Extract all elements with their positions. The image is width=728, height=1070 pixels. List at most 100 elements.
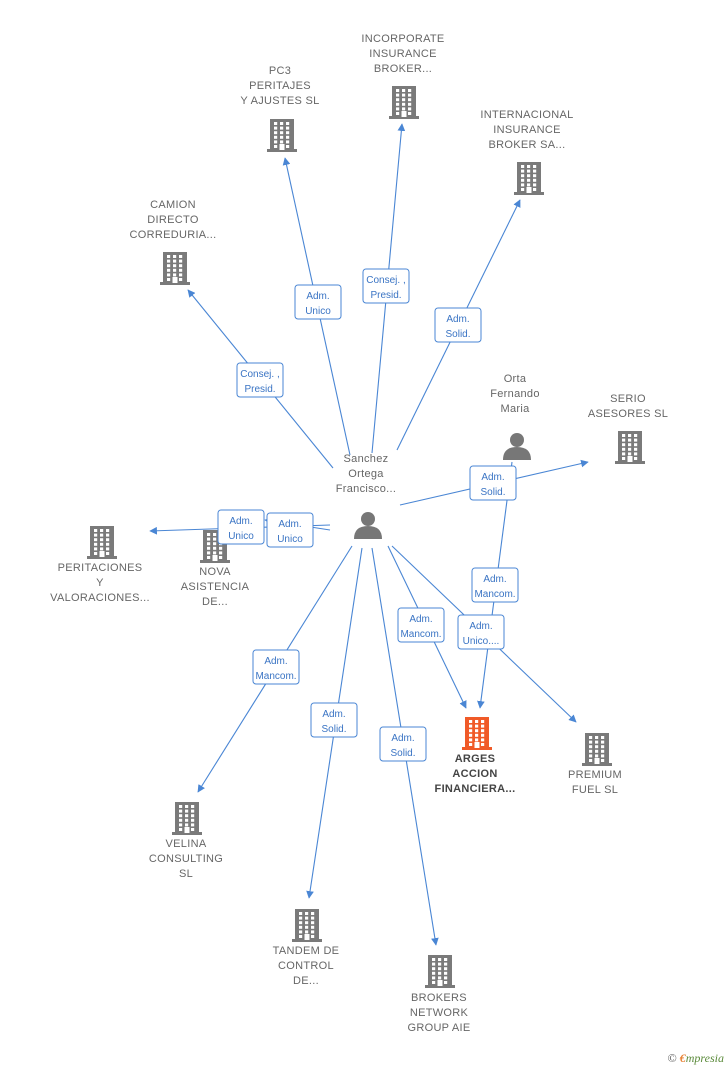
- edge-label-text: Unico....: [463, 636, 500, 647]
- node-label-brokers: BROKERS: [411, 992, 467, 1004]
- node-label-serio: ASESORES SL: [588, 408, 668, 420]
- edge-label-text: Unico: [305, 306, 331, 317]
- brand-name: mpresia: [685, 1051, 724, 1065]
- edge-label-box: [217, 509, 265, 545]
- building-icon[interactable]: [582, 733, 612, 766]
- edge-label-box: [379, 726, 427, 762]
- edge-label-orta-to-arges[interactable]: Adm.Mancom.: [471, 567, 519, 603]
- node-label-brokers: GROUP AIE: [407, 1022, 470, 1034]
- edge-label-sanchez-to-camion[interactable]: Consej. ,Presid.: [236, 362, 284, 398]
- edge-label-text: Adm.: [264, 656, 287, 667]
- building-icon[interactable]: [292, 909, 322, 942]
- node-nova[interactable]: NOVAASISTENCIADE...: [181, 530, 250, 608]
- node-tandem[interactable]: TANDEM DECONTROLDE...: [273, 909, 340, 987]
- edge-label-box: [362, 268, 410, 304]
- edge-label-text: Solid.: [390, 748, 415, 759]
- edge-label-text: Presid.: [244, 384, 275, 395]
- node-label-serio: SERIO: [610, 393, 646, 405]
- edge-label-sanchez-to-incorporate[interactable]: Consej. ,Presid.: [362, 268, 410, 304]
- building-icon[interactable]: [200, 530, 230, 563]
- building-icon[interactable]: [160, 252, 190, 285]
- edge-label-text: Unico: [277, 534, 303, 545]
- node-peritaciones[interactable]: PERITACIONESYVALORACIONES...: [50, 526, 150, 604]
- edge-label-text: Adm.: [391, 733, 414, 744]
- edge-label-text: Adm.: [322, 709, 345, 720]
- edge-label-text: Adm.: [278, 519, 301, 530]
- node-label-pc3: PERITAJES: [249, 80, 311, 92]
- node-arges[interactable]: ARGESACCIONFINANCIERA...: [435, 717, 516, 795]
- node-label-pc3: PC3: [269, 65, 291, 77]
- node-incorporate[interactable]: INCORPORATEINSURANCEBROKER...: [361, 33, 444, 119]
- edge-label-sanchez-to-velina[interactable]: Adm. Mancom.: [252, 649, 300, 685]
- edge-label-box: [397, 607, 445, 643]
- node-label-internacional: INSURANCE: [493, 124, 561, 136]
- node-label-camion: DIRECTO: [147, 214, 199, 226]
- edge-label-sanchez-to-nova[interactable]: Adm. Unico: [266, 512, 314, 548]
- edge-label-text: Adm.: [409, 614, 432, 625]
- edge-label-box: [310, 702, 358, 738]
- edge-label-box: [252, 649, 300, 685]
- edge-label-sanchez-to-pc3[interactable]: Adm. Unico: [294, 284, 342, 320]
- edge-label-text: Adm.: [446, 314, 469, 325]
- edge-label-box: [457, 614, 505, 650]
- building-icon[interactable]: [615, 431, 645, 464]
- edge-label-sanchez-to-tandem[interactable]: Adm. Solid.: [310, 702, 358, 738]
- nodes-layer: SanchezOrtegaFrancisco...OrtaFernandoMar…: [50, 33, 668, 1034]
- edge-label-text: Adm.: [483, 574, 506, 585]
- edge-label-sanchez-to-premium[interactable]: Adm.Unico....: [457, 614, 505, 650]
- node-label-sanchez: Francisco...: [336, 483, 396, 495]
- brand-initial: €: [679, 1051, 686, 1065]
- edge-label-sanchez-to-serio[interactable]: Adm.Solid.: [469, 465, 517, 501]
- edge-label-sanchez-to-internacional[interactable]: Adm.Solid.: [434, 307, 482, 343]
- edge-label-box: [266, 512, 314, 548]
- building-icon[interactable]: [389, 86, 419, 119]
- node-label-orta: Orta: [504, 373, 527, 385]
- node-label-tandem: CONTROL: [278, 960, 334, 972]
- building-icon[interactable]: [87, 526, 117, 559]
- node-sanchez[interactable]: SanchezOrtegaFrancisco...: [336, 453, 396, 539]
- person-icon[interactable]: [503, 433, 531, 460]
- edge-label-text: Adm.: [306, 291, 329, 302]
- edge-label-sanchez-to-peritaciones[interactable]: Adm.Unico: [217, 509, 265, 545]
- node-label-peritaciones: PERITACIONES: [58, 562, 143, 574]
- edge-label-text: Unico: [228, 531, 254, 542]
- node-label-internacional: INTERNACIONAL: [480, 109, 573, 121]
- edge-label-box: [469, 465, 517, 501]
- node-camion[interactable]: CAMIONDIRECTOCORREDURIA...: [129, 199, 216, 285]
- node-label-arges: FINANCIERA...: [435, 783, 516, 795]
- node-label-peritaciones: Y: [96, 577, 104, 589]
- building-icon[interactable]: [172, 802, 202, 835]
- edge-label-box: [434, 307, 482, 343]
- edge-label-text: Solid.: [321, 724, 346, 735]
- node-label-camion: CORREDURIA...: [129, 229, 216, 241]
- edge-label-sanchez-to-arges[interactable]: Adm. Mancom.: [397, 607, 445, 643]
- node-label-velina: CONSULTING: [149, 853, 223, 865]
- node-label-nova: NOVA: [199, 566, 231, 578]
- building-icon[interactable]: [267, 119, 297, 152]
- node-label-tandem: DE...: [293, 975, 319, 987]
- building-icon[interactable]: [425, 955, 455, 988]
- edge-label-text: Mancom.: [255, 671, 296, 682]
- node-label-orta: Fernando: [490, 388, 540, 400]
- node-label-sanchez: Ortega: [348, 468, 384, 480]
- building-icon[interactable]: [514, 162, 544, 195]
- node-label-orta: Maria: [500, 403, 530, 415]
- building-icon[interactable]: [462, 717, 492, 750]
- edge-label-sanchez-to-brokers[interactable]: Adm. Solid.: [379, 726, 427, 762]
- node-label-incorporate: INSURANCE: [369, 48, 437, 60]
- person-icon[interactable]: [354, 512, 382, 539]
- node-serio[interactable]: SERIO ASESORES SL: [588, 393, 668, 464]
- node-label-velina: VELINA: [166, 838, 207, 850]
- edge-label-text: Presid.: [370, 290, 401, 301]
- node-label-pc3: Y AJUSTES SL: [240, 95, 319, 107]
- node-label-arges: ARGES: [455, 753, 496, 765]
- edge-label-text: Mancom.: [400, 629, 441, 640]
